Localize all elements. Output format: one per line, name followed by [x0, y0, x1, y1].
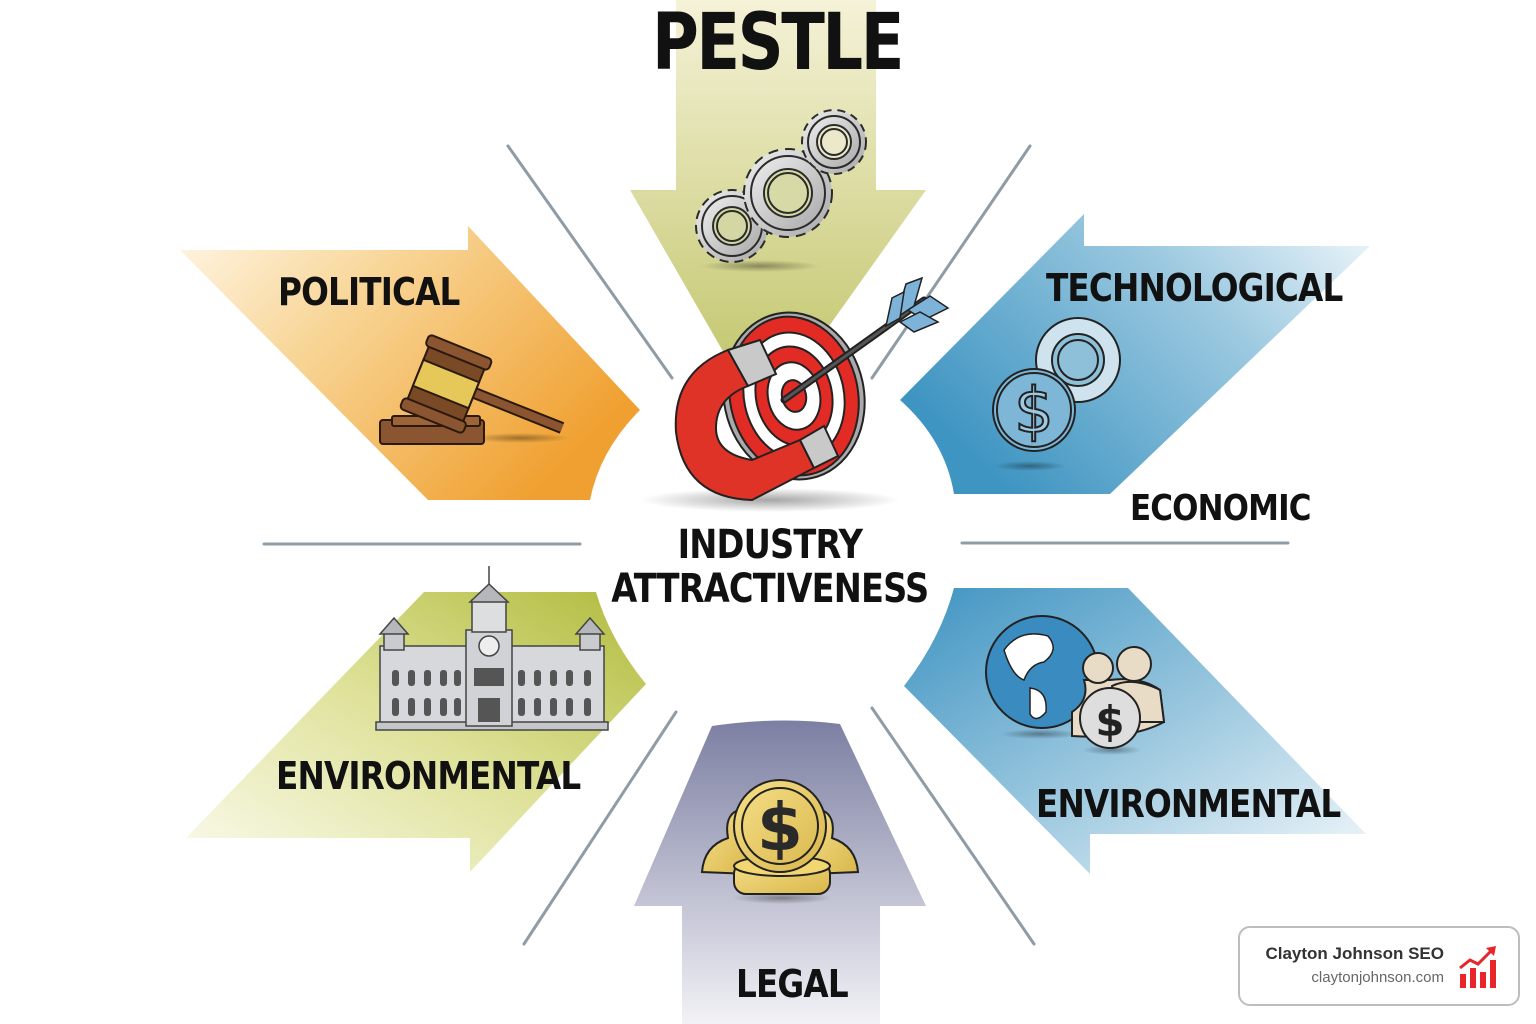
coins-icon: $: [992, 317, 1121, 471]
technological-arrow: [900, 214, 1370, 494]
brand-badge: Clayton Johnson SEO claytonjohnson.com: [1238, 926, 1520, 1006]
gold-coin-people-icon: $: [700, 779, 860, 904]
political-arrow: [180, 226, 640, 500]
label-environmental-right: ENVIRONMENTAL: [1036, 782, 1341, 826]
gavel-icon: [379, 334, 570, 445]
government-building-icon: [375, 566, 609, 731]
center-label-line2: ATTRACTIVENESS: [560, 566, 980, 612]
magnet-target-arrow-icon: [640, 276, 950, 512]
svg-text:$: $: [757, 789, 803, 866]
growth-chart-icon: [1459, 946, 1496, 988]
label-legal: LEGAL: [736, 962, 849, 1006]
label-political: POLITICAL: [278, 270, 460, 314]
label-technological: TECHNOLOGICAL: [1046, 266, 1343, 310]
divider-lines: [262, 144, 1290, 946]
label-economic: ECONOMIC: [1130, 488, 1311, 529]
brand-url: claytonjohnson.com: [1311, 969, 1444, 986]
svg-text:$: $: [1095, 697, 1124, 746]
center-label-line1: INDUSTRY: [560, 522, 980, 568]
label-environmental-left: ENVIRONMENTAL: [276, 754, 581, 798]
page-title: PESTLE: [652, 0, 904, 88]
center-line2-text: ATTRACTIVENESS: [611, 566, 929, 612]
svg-text:$: $: [1014, 374, 1053, 447]
gears-icon: [695, 109, 867, 272]
globe-people-money-icon: $: [985, 615, 1166, 755]
center-line1-text: INDUSTRY: [677, 522, 863, 568]
brand-name: Clayton Johnson SEO: [1265, 944, 1444, 963]
